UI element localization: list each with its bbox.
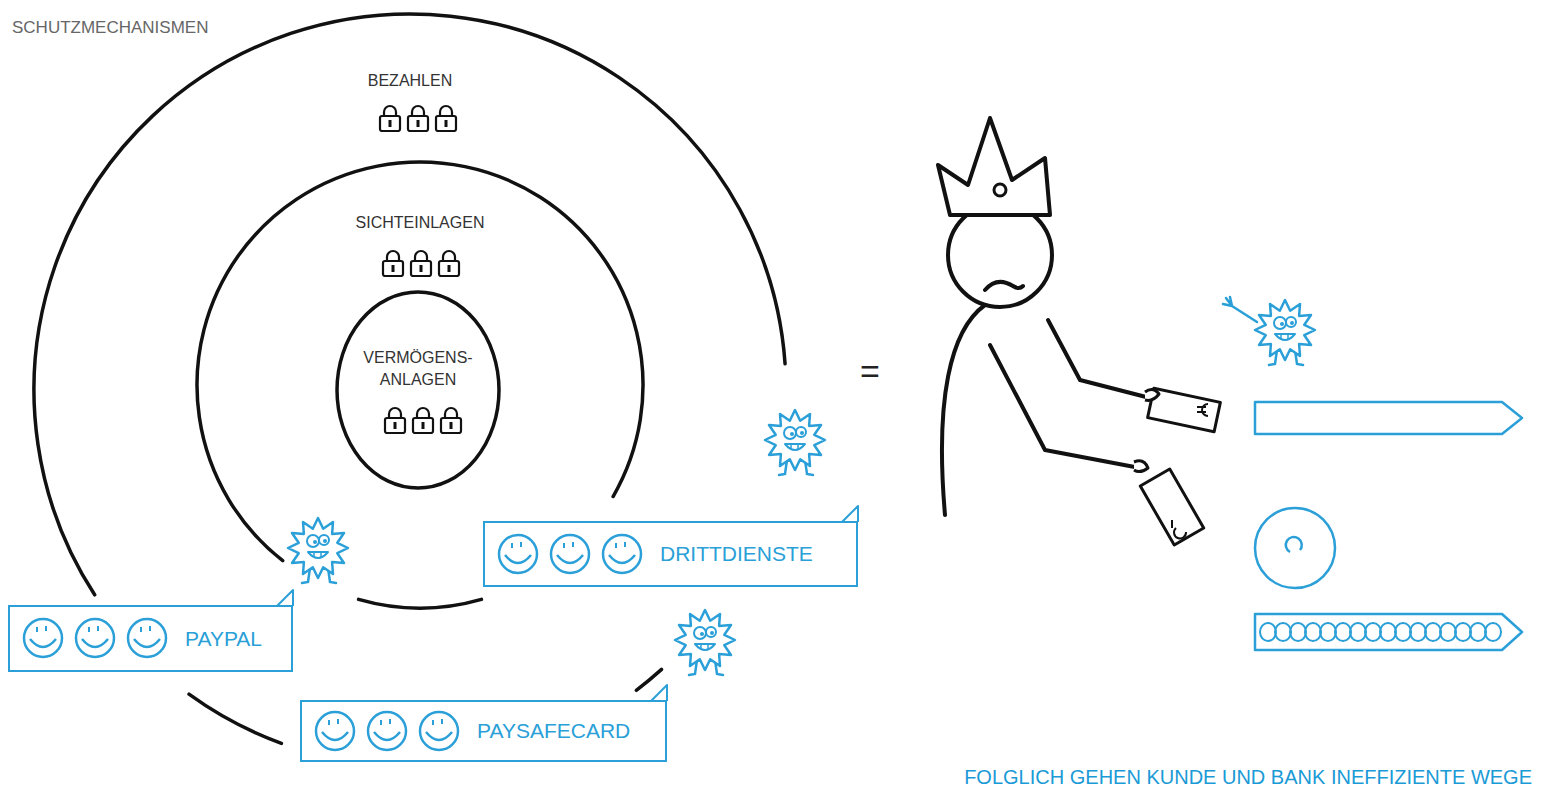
efficiency-arrows xyxy=(1365,623,1381,641)
king-figure xyxy=(1048,320,1150,398)
efficiency-arrows xyxy=(1290,623,1306,641)
efficiency-arrows xyxy=(1440,623,1456,641)
money-bills xyxy=(1145,389,1159,400)
king-figure xyxy=(938,118,1050,215)
efficiency-arrows xyxy=(1335,623,1351,641)
king-figure xyxy=(994,184,1006,196)
money-bills xyxy=(1197,404,1208,416)
efficiency-arrows xyxy=(1425,623,1441,641)
efficiency-arrows xyxy=(1305,623,1321,641)
callout-tails xyxy=(842,506,858,522)
monster-figures xyxy=(288,297,1315,675)
money-bills xyxy=(1140,469,1203,545)
callout-tails xyxy=(651,685,667,701)
ring-arc xyxy=(34,14,785,595)
lock-icons xyxy=(383,251,403,276)
monster-figures xyxy=(288,518,348,583)
label-holder: BEZAHLEN xyxy=(260,70,560,92)
lock-icons xyxy=(411,251,431,276)
money-bills xyxy=(1134,461,1148,472)
equals-sign: = xyxy=(860,352,880,391)
smiley-icons xyxy=(316,712,354,750)
callout-label: DRITTDIENSTE xyxy=(660,541,813,566)
efficiency-arrows xyxy=(1470,623,1486,641)
ring-arc xyxy=(359,599,482,608)
efficiency-arrows xyxy=(1410,623,1426,641)
smiley-icons xyxy=(499,535,537,573)
king-figure xyxy=(948,203,1052,307)
efficiency-arrows xyxy=(1320,623,1336,641)
efficiency-arrows xyxy=(1455,623,1471,641)
king-figure xyxy=(990,345,1140,468)
king-figure xyxy=(985,282,1023,290)
ring-label: SICHTEINLAGEN xyxy=(270,212,570,234)
lock-icons xyxy=(385,408,405,433)
efficiency-arrows xyxy=(1255,402,1522,434)
label-holder: VERMÖGENS- ANLAGEN xyxy=(353,347,483,392)
oval-line xyxy=(337,292,499,488)
money-bills xyxy=(1148,388,1221,431)
efficiency-arrows xyxy=(1275,623,1291,641)
king-figure xyxy=(938,118,1150,515)
callout-tails xyxy=(277,590,293,606)
label-holder: SICHTEINLAGEN xyxy=(270,212,570,234)
ring-label: BEZAHLEN xyxy=(260,70,560,92)
efficiency-arrows xyxy=(1350,623,1366,641)
efficiency-arrows xyxy=(1260,623,1501,641)
efficiency-arrows xyxy=(1286,537,1302,552)
smiley-icons xyxy=(603,535,641,573)
service-callout: DRITTDIENSTE xyxy=(483,521,858,587)
monster-figures xyxy=(765,410,825,475)
ring-label: VERMÖGENS- ANLAGEN xyxy=(353,347,483,392)
efficiency-arrows xyxy=(1260,623,1276,641)
ring-arc xyxy=(197,162,643,561)
diagram-caption: FOLGLICH GEHEN KUNDE UND BANK INEFFIZIEN… xyxy=(964,766,1532,789)
ring-outline xyxy=(32,12,788,768)
callout-label: PAYPAL xyxy=(185,626,262,651)
smiley-icons xyxy=(128,619,166,657)
money-bills xyxy=(1134,388,1220,545)
lock-icons xyxy=(408,106,428,131)
smiley-icons xyxy=(420,712,458,750)
lock-icons xyxy=(439,251,459,276)
efficiency-arrows xyxy=(1485,623,1501,641)
king-figure xyxy=(942,305,985,515)
lock-icons xyxy=(441,408,461,433)
oval-outline xyxy=(335,290,501,490)
lock-icons xyxy=(380,106,400,131)
efficiency-arrows xyxy=(1255,508,1335,588)
protection-ring: SICHTEINLAGEN VERMÖGENS- ANLAGEN xyxy=(195,160,645,610)
smiley-icons xyxy=(76,619,114,657)
callout-label: PAYSAFECARD xyxy=(477,718,630,743)
service-callout: PAYPAL xyxy=(8,605,293,672)
core-oval: VERMÖGENS- ANLAGEN xyxy=(335,290,501,490)
smiley-icons xyxy=(24,619,62,657)
smiley-icons xyxy=(551,535,589,573)
monster-figures xyxy=(1223,297,1257,322)
smiley-icons xyxy=(24,535,641,750)
diagram-title: SCHUTZMECHANISMEN xyxy=(12,18,208,38)
protection-ring: BEZAHLEN SICHTEINLAGEN VERMÖGENS- ANLAGEN xyxy=(32,12,788,768)
ring-arc xyxy=(636,669,661,690)
monster-figures xyxy=(675,610,735,675)
smiley-icons xyxy=(368,712,406,750)
lock-icons xyxy=(436,106,456,131)
service-callout: PAYSAFECARD xyxy=(300,700,667,762)
ring-arc xyxy=(189,694,281,743)
efficiency-arrows xyxy=(1395,623,1411,641)
efficiency-arrows xyxy=(1255,614,1522,650)
monster-figures xyxy=(1255,300,1315,365)
efficiency-arrows xyxy=(1255,402,1522,650)
efficiency-arrows xyxy=(1380,623,1396,641)
callout-tails xyxy=(277,506,858,701)
lock-icons xyxy=(413,408,433,433)
money-bills xyxy=(1172,520,1186,538)
